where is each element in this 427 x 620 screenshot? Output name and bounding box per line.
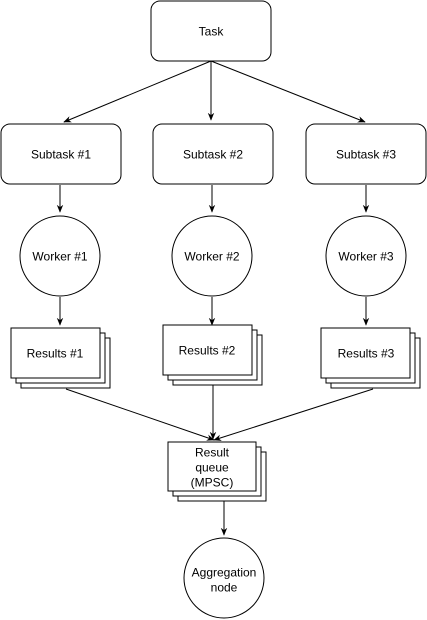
results-label-2: Results #2 (179, 344, 236, 358)
worker-label-1: Worker #1 (32, 250, 87, 264)
worker-label-3: Worker #3 (338, 250, 393, 264)
worker-label-2: Worker #2 (184, 250, 239, 264)
queue-label-line3: (MPSC) (191, 476, 234, 490)
results-stack-1: Results #1 (10, 327, 111, 389)
results-stack-3: Results #3 (320, 327, 421, 389)
subtask-node-1: Subtask #1 (0, 123, 122, 185)
worker-node-3: Worker #3 (325, 215, 407, 297)
subtask-node-2: Subtask #2 (152, 123, 274, 185)
aggregation-label-line2: node (211, 581, 238, 595)
task-label: Task (199, 25, 225, 39)
queue-label-line2: queue (195, 461, 229, 475)
aggregation-node: Aggregation node (183, 537, 265, 619)
aggregation-label-line1: Aggregation (192, 566, 257, 580)
results-label-1: Results #1 (27, 347, 84, 361)
edge-task-subtask-3 (210, 60, 366, 123)
results-stack-2: Results #2 (162, 324, 263, 386)
edge-results-3-queue (213, 388, 374, 441)
edge-task-subtask-1 (63, 60, 212, 123)
subtask-label-2: Subtask #2 (183, 148, 243, 162)
subtask-label-3: Subtask #3 (336, 148, 396, 162)
result-queue-stack: Result queue (MPSC) (167, 441, 267, 502)
results-label-3: Results #3 (338, 347, 395, 361)
edge-results-1-queue (65, 388, 215, 441)
subtask-node-3: Subtask #3 (305, 123, 427, 185)
edges (56, 60, 374, 536)
queue-label-line1: Result (195, 446, 230, 460)
worker-node-2: Worker #2 (171, 215, 253, 297)
subtask-label-1: Subtask #1 (31, 148, 91, 162)
task-node: Task (150, 0, 272, 62)
worker-node-1: Worker #1 (19, 215, 101, 297)
